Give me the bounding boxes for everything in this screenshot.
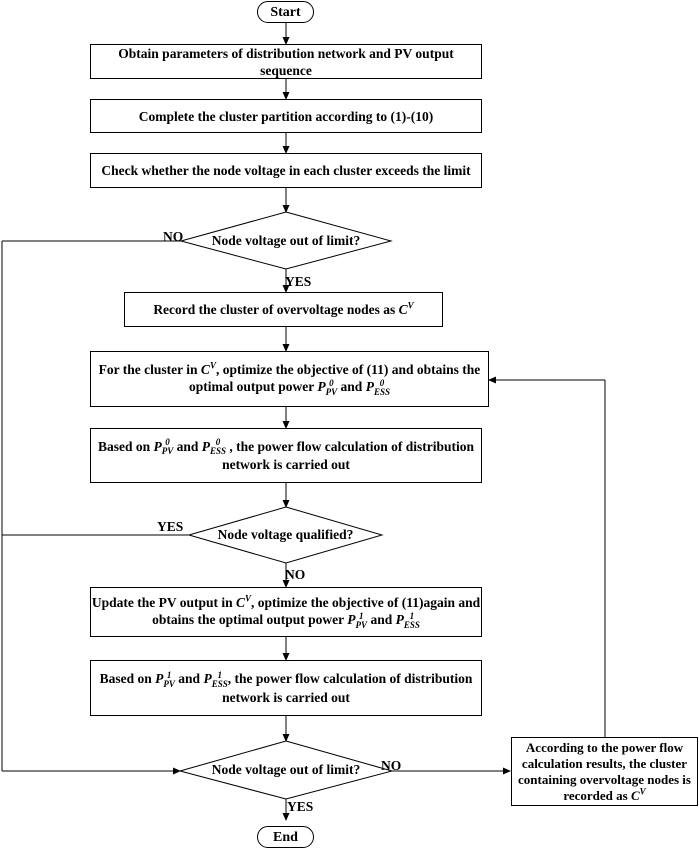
obtain-parameters-label: Obtain parameters of distribution networ…: [118, 45, 454, 78]
power-flow-1-pess-sub: ESS: [210, 446, 227, 457]
power-flow-2-line1-a: Based on: [99, 671, 156, 687]
record-again-symbol: C: [630, 787, 640, 803]
power-flow-2-pess-sub: ESS: [211, 678, 228, 689]
power-flow-2-ppv-sub: PV: [163, 678, 175, 689]
optimize-ppv-symbol: P: [317, 379, 326, 395]
power-flow-1-line1-c: , the power flow calculation of distribu…: [226, 438, 475, 454]
decision-2-text: Node voltage qualified?: [217, 527, 354, 542]
update-pv-line2-b: and: [367, 612, 396, 628]
record-again-box: According to the power flow calculation …: [511, 737, 698, 806]
cluster-partition-label: Complete the cluster partition according…: [138, 108, 434, 124]
update-pv-line2-a: obtains the optimal output power: [152, 612, 348, 628]
decision-1-label: Node voltage out of limit?: [181, 212, 391, 269]
edge-label-yes-1: YES: [285, 274, 312, 289]
optimize-box: For the cluster in CV, optimize the obje…: [90, 351, 489, 407]
power-flow-2-line2: network is carried out: [222, 689, 350, 705]
optimize-cluster-sup: V: [209, 360, 216, 371]
power-flow-1-ppv-symbol: P: [153, 438, 162, 454]
cluster-partition-box: Complete the cluster partition according…: [90, 99, 482, 133]
optimize-line1-b: , optimize the objective of (11) and obt…: [215, 362, 481, 378]
update-pv-pess-symbol: P: [395, 612, 404, 628]
update-pv-ppv-sup: 1: [359, 610, 364, 621]
update-pv-pess-sup: 1: [409, 610, 415, 621]
record-cluster-text: Record the cluster of overvoltage nodes …: [153, 302, 399, 317]
power-flow-2-pess-sup: 1: [217, 669, 222, 680]
decision-diamond-2: [187, 506, 384, 564]
check-voltage-label: Check whether the node voltage in each c…: [101, 163, 471, 178]
power-flow-2-line1-c: , the power flow calculation of distribu…: [227, 671, 473, 687]
power-flow-1-pess-symbol: P: [201, 438, 211, 454]
power-flow-2-pess-symbol: P: [203, 671, 212, 687]
power-flow-1-line1-b: and: [173, 438, 202, 454]
update-pv-box: Update the PV output in CV, optimize the…: [90, 587, 482, 637]
optimize-pess-sup: 0: [379, 377, 385, 388]
optimize-pess-symbol: P: [365, 379, 374, 395]
update-pv-ppv-sub: PV: [355, 619, 368, 630]
check-voltage-box: Check whether the node voltage in each c…: [90, 153, 482, 188]
power-flow-2-ppv-sup: 1: [166, 669, 172, 680]
end-label: End: [273, 829, 298, 845]
power-flow-1-line1-a: Based on: [97, 438, 154, 454]
edge-label-yes-3: YES: [287, 799, 314, 814]
update-pv-cluster-symbol: C: [236, 595, 246, 611]
decision-1-text: Node voltage out of limit?: [211, 232, 361, 248]
power-flow-2-line1-b: and: [174, 671, 204, 687]
start-terminal: Start: [257, 1, 314, 23]
obtain-parameters-box: Obtain parameters of distribution networ…: [90, 44, 482, 79]
record-again-sup: V: [639, 786, 646, 797]
decision-diamond-1: [179, 211, 393, 270]
decision-diamond-3: [178, 740, 394, 800]
power-flow-1-line2: network is carried out: [222, 457, 350, 473]
record-again-text: According to the power flow calculation …: [518, 739, 691, 803]
decision-3-text: Node voltage out of limit?: [211, 762, 361, 777]
power-flow-1-pess-sup: 0: [215, 437, 221, 448]
update-pv-line1-a: Update the PV output in: [91, 595, 237, 611]
optimize-line2-b: and: [337, 379, 366, 395]
start-label: Start: [270, 4, 301, 20]
optimize-line1-a: For the cluster in: [98, 362, 201, 378]
optimize-ppv-sup: 0: [329, 377, 334, 388]
update-pv-pess-sub: ESS: [403, 619, 420, 630]
cluster-symbol-sup: V: [407, 300, 414, 311]
optimize-pess-sub: ESS: [373, 386, 390, 397]
edge-label-no-3: NO: [381, 758, 402, 773]
cluster-symbol: C: [398, 302, 408, 317]
power-flow-1-ppv-sup: 0: [165, 437, 170, 448]
edge-label-no-1: NO: [163, 229, 184, 244]
optimize-ppv-sub: PV: [325, 386, 338, 397]
optimize-cluster-symbol: C: [200, 362, 210, 378]
end-terminal: End: [257, 826, 314, 848]
record-cluster-box: Record the cluster of overvoltage nodes …: [124, 292, 443, 327]
update-pv-cluster-sup: V: [245, 593, 252, 604]
power-flow-1-ppv-sub: PV: [161, 446, 174, 457]
optimize-line2-a: optimal output power: [189, 379, 318, 395]
update-pv-ppv-symbol: P: [347, 612, 356, 628]
update-pv-line1-b: , optimize the objective of (11)again an…: [251, 595, 481, 611]
edge-label-yes-2: YES: [157, 519, 184, 534]
power-flow-2-ppv-symbol: P: [155, 671, 164, 687]
edge-label-no-2: NO: [285, 567, 306, 582]
decision-3-label: Node voltage out of limit?: [180, 741, 392, 799]
decision-2-label: Node voltage qualified?: [189, 507, 382, 563]
